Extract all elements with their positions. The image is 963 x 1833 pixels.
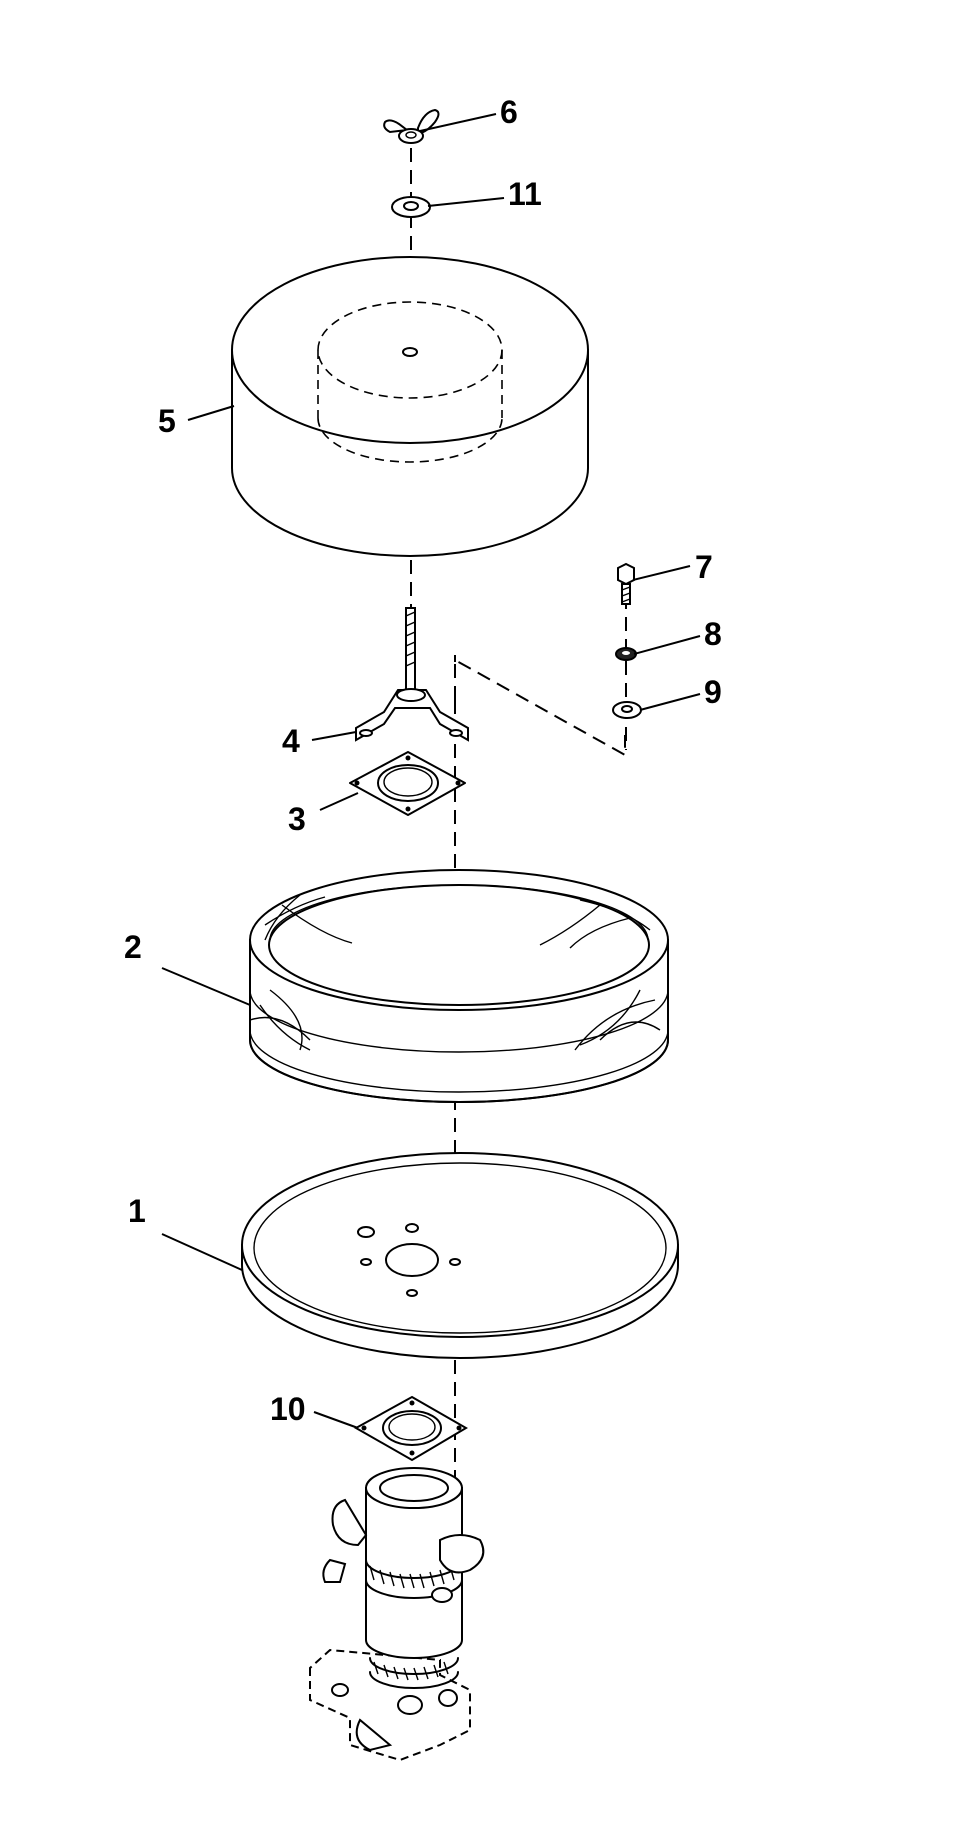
- throttle-body-assembly: [309, 1467, 485, 1762]
- part-5-filter-element: [231, 256, 589, 557]
- callout-9: 9: [704, 674, 722, 710]
- part-11-washer: [391, 196, 431, 218]
- callout-1: 1: [128, 1193, 146, 1229]
- part-2-filter-screen: [249, 869, 669, 1103]
- callout-4: 4: [282, 723, 300, 759]
- callout-6: 6: [500, 94, 518, 130]
- callout-8: 8: [704, 616, 722, 652]
- part-6-wing-nut: [383, 108, 440, 144]
- callout-2: 2: [124, 929, 142, 965]
- part-9-flat-washer: [612, 701, 642, 719]
- leader-lines: [161, 113, 701, 1429]
- callout-labels: 6 11 5 7 8 9 4 3 2 1 10: [124, 94, 722, 1427]
- part-4-stud-bracket: [355, 607, 469, 742]
- callout-5: 5: [158, 403, 176, 439]
- part-10-gasket: [353, 1395, 468, 1462]
- callout-10: 10: [270, 1391, 306, 1427]
- callout-7: 7: [695, 549, 713, 585]
- part-1-base-plate: [241, 1152, 679, 1359]
- part-7-bolt: [617, 562, 635, 605]
- callout-3: 3: [288, 801, 306, 837]
- callout-11: 11: [508, 176, 542, 212]
- part-3-gasket: [349, 751, 466, 816]
- part-8-lock-washer: [615, 647, 637, 661]
